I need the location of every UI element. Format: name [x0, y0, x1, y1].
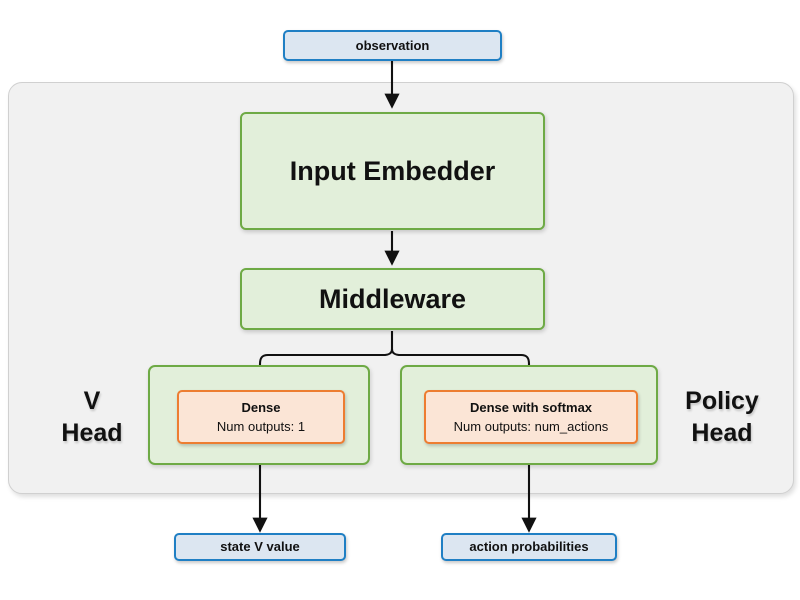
label-policy-head-line1: Policy [685, 387, 759, 415]
node-input-embedder[interactable]: Input Embedder [240, 112, 545, 230]
group-v-head[interactable]: Dense Num outputs: 1 [148, 365, 370, 465]
label-v-head-line1: V [83, 387, 101, 415]
node-action-probabilities-label: action probabilities [469, 539, 589, 555]
node-middleware-label: Middleware [318, 283, 467, 314]
label-v-head: V Head [40, 385, 144, 449]
node-policy-dense-title: Dense with softmax [469, 399, 593, 415]
node-state-v-value-label: state V value [220, 539, 300, 555]
node-middleware[interactable]: Middleware [240, 268, 545, 330]
label-policy-head: Policy Head [664, 385, 780, 449]
node-v-dense-title: Dense [241, 399, 281, 415]
label-policy-head-line2: Head [691, 419, 753, 447]
group-policy-head[interactable]: Dense with softmax Num outputs: num_acti… [400, 365, 658, 465]
node-state-v-value[interactable]: state V value [174, 533, 346, 561]
node-observation-label: observation [355, 37, 430, 53]
node-observation[interactable]: observation [283, 30, 502, 61]
node-input-embedder-label: Input Embedder [289, 155, 496, 186]
node-v-dense[interactable]: Dense Num outputs: 1 [177, 390, 345, 444]
node-action-probabilities[interactable]: action probabilities [441, 533, 617, 561]
node-v-dense-subtitle: Num outputs: 1 [216, 418, 306, 434]
label-v-head-line2: Head [61, 419, 123, 447]
node-policy-dense-subtitle: Num outputs: num_actions [453, 418, 609, 434]
node-policy-dense[interactable]: Dense with softmax Num outputs: num_acti… [424, 390, 638, 444]
